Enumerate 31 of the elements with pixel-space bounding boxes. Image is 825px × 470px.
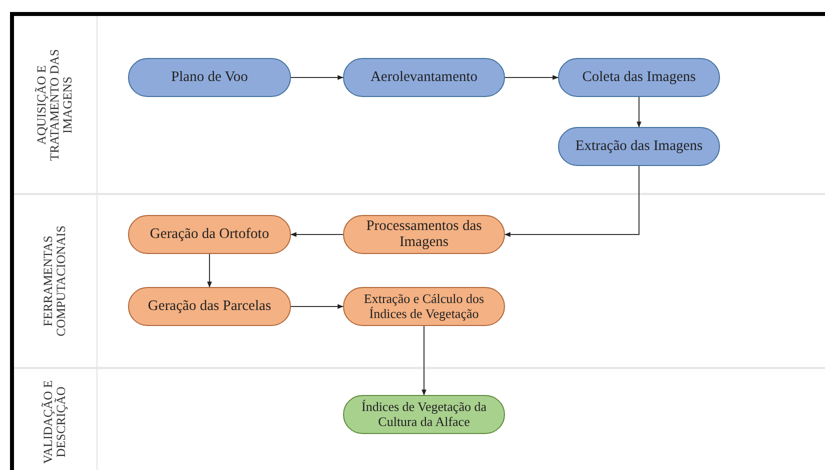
step-label: Coleta das Imagens [582, 70, 696, 86]
step-label: Geração das Parcelas [148, 298, 272, 314]
process-pill [558, 127, 720, 166]
process-pill [343, 287, 505, 326]
step-label: Geração da Ortofoto [150, 226, 270, 242]
step-label: Extração das Imagens [575, 138, 703, 154]
lane-title: AQUISIÇÃO E TRATAMENTO DAS IMAGENS [35, 48, 75, 163]
arrow [207, 254, 212, 288]
lane-title: FERRAMENTAS COMPUTACIONAIS [42, 224, 68, 338]
process-pill [343, 215, 505, 254]
lane-title: VALIDAÇÃO E DESCRIÇÃO [42, 378, 68, 466]
process-pill [128, 215, 291, 254]
step-label: Processamentos das Imagens [365, 218, 483, 250]
step-label: Extração e Cálculo dos Índices de Vegetação [362, 292, 486, 321]
arrow [504, 166, 640, 237]
process-pill [128, 58, 291, 97]
process-pill [343, 58, 505, 97]
arrow [422, 326, 426, 396]
arrow [504, 75, 559, 80]
step-label: Índices de Vegetação da Cultura da Alface [360, 400, 488, 429]
swimlane [14, 16, 825, 195]
arrow [290, 75, 344, 80]
swimlane [14, 195, 825, 369]
process-pill [128, 287, 291, 326]
arrow [290, 304, 344, 309]
arrow [290, 232, 344, 237]
step-label: Plano de Voo [171, 70, 248, 86]
process-pill [343, 395, 505, 434]
arrow [636, 96, 642, 128]
process-pill [558, 58, 720, 97]
step-label: Aerolevantamento [370, 70, 478, 86]
